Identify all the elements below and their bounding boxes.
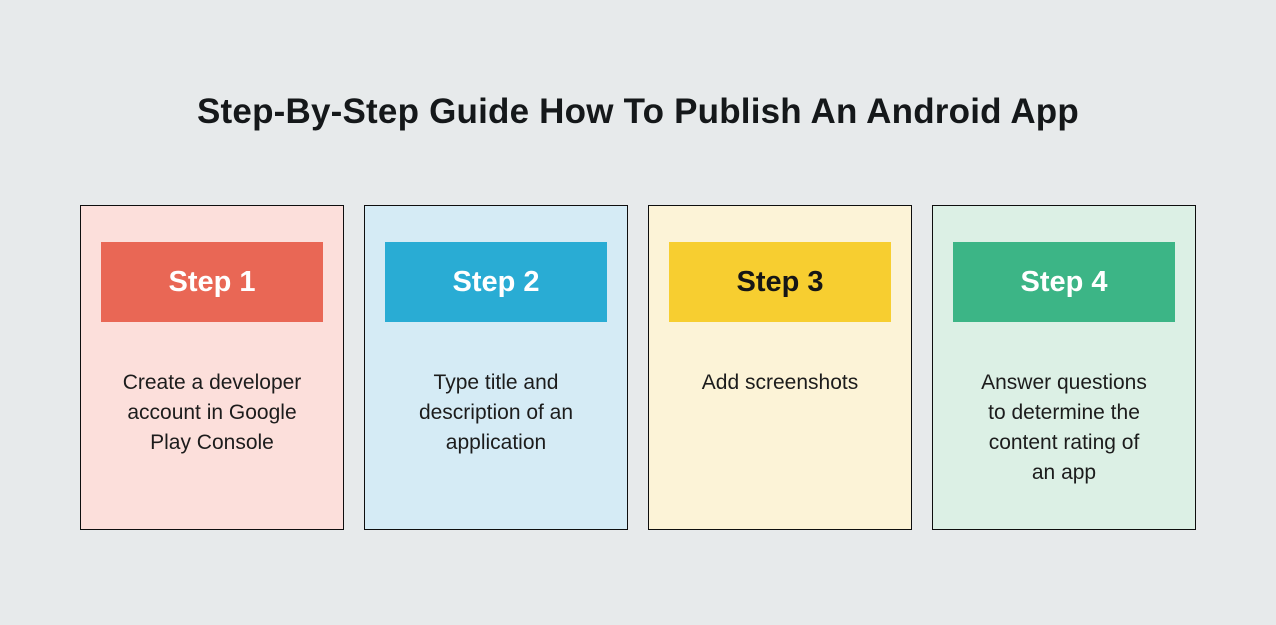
step-3-description: Add screenshots (701, 371, 859, 394)
step-card-3: Step 3 Add screenshots (648, 205, 912, 530)
step-4-label: Step 4 (1020, 265, 1108, 298)
step-1-label: Step 1 (168, 265, 256, 298)
step-3-label: Step 3 (736, 265, 824, 298)
step-4-description: Answer questions to determine the conten… (981, 371, 1147, 484)
step-card-1: Step 1 Create a developer account in Goo… (80, 205, 344, 530)
step-card-2: Step 2 Type title and description of an … (364, 205, 628, 530)
step-1-header: Step 1 (101, 242, 323, 322)
step-2-label: Step 2 (452, 265, 540, 298)
step-card-4: Step 4 Answer questions to determine the… (932, 205, 1196, 530)
page-title: Step-By-Step Guide How To Publish An And… (197, 92, 1079, 131)
step-1-description: Create a developer account in Google Pla… (122, 371, 302, 454)
steps-row: Step 1 Create a developer account in Goo… (80, 205, 1196, 530)
step-2-header: Step 2 (385, 242, 607, 322)
step-4-header: Step 4 (953, 242, 1175, 322)
step-3-header: Step 3 (669, 242, 891, 322)
step-2-description: Type title and description of an applica… (418, 371, 574, 454)
